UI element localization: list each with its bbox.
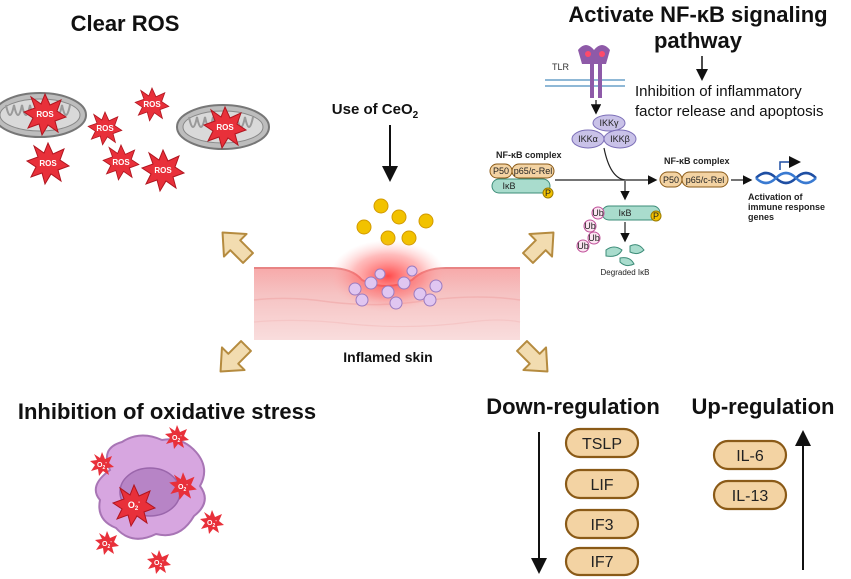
svg-text:P50: P50 <box>663 175 679 185</box>
svg-text:ROS: ROS <box>96 124 114 133</box>
use-ceo2-label: Use of CeO2 <box>332 101 419 121</box>
svg-text:TSLP: TSLP <box>582 436 622 453</box>
arrow-to-clear-ros <box>210 220 261 271</box>
degraded-ikb <box>605 244 645 267</box>
inflamed-skin-label: Inflamed skin <box>343 349 432 365</box>
superoxide-burst: O2- <box>165 425 189 449</box>
svg-text:IKKγ: IKKγ <box>599 118 619 128</box>
tlr-label: TLR <box>552 62 570 72</box>
svg-text:IF3: IF3 <box>590 517 613 534</box>
degraded-ikb-label: Degraded IκB <box>601 268 650 277</box>
superoxide-burst: O2- <box>90 452 114 476</box>
svg-text:P: P <box>545 188 551 198</box>
tlr-receptor <box>578 45 610 98</box>
svg-text:O2-: O2- <box>172 433 182 444</box>
nfkb-complex-label: NF-κB complex <box>496 150 562 160</box>
svg-text:ROS: ROS <box>39 159 57 168</box>
nfkb-title-line1: Activate NF-κB signaling <box>568 2 827 27</box>
svg-text:O2-: O2- <box>154 558 164 569</box>
ros-burst: ROS <box>26 142 70 185</box>
svg-text:ROS: ROS <box>36 110 54 119</box>
superoxide-burst: O2- <box>95 531 119 555</box>
svg-text:IF7: IF7 <box>590 554 613 571</box>
nfkb-complex-inactive: P50 p65/c-Rel IκB P <box>489 163 555 199</box>
ros-burst: ROS <box>23 93 67 136</box>
up-regulated-item: IL-6 <box>712 439 788 471</box>
svg-text:O2-: O2- <box>97 460 107 471</box>
svg-text:O2-: O2- <box>128 500 140 512</box>
svg-text:Ub: Ub <box>588 233 600 243</box>
activation-label-line2: immune response <box>748 202 825 212</box>
arrow-to-regulation <box>509 333 560 384</box>
ikk-curve-arrow <box>603 147 626 181</box>
down-regulated-item: IF7 <box>564 546 640 577</box>
ceo2-nanoparticles <box>356 198 434 246</box>
superoxide-burst: O2- <box>200 510 224 534</box>
ros-burst: ROS <box>102 144 140 181</box>
up-regulated-item: IL-13 <box>712 479 788 511</box>
svg-text:p65/c-Rel: p65/c-Rel <box>686 175 725 185</box>
svg-text:IKKα: IKKα <box>578 134 598 144</box>
arrow-to-nfkb <box>515 220 566 271</box>
svg-text:IKKβ: IKKβ <box>610 134 630 144</box>
svg-text:ROS: ROS <box>154 166 172 175</box>
svg-text:p65/c-Rel: p65/c-Rel <box>514 166 553 176</box>
nfkb-complex-active: P50 p65/c-Rel <box>659 171 729 188</box>
svg-text:P: P <box>653 211 659 221</box>
down-regulated-item: TSLP <box>564 427 640 459</box>
svg-text:Ub: Ub <box>584 221 596 231</box>
down-regulated-item: LIF <box>564 468 640 500</box>
arrow-to-oxidative-stress <box>208 333 259 384</box>
svg-text:IL-13: IL-13 <box>732 488 769 505</box>
inflamed-skin <box>253 240 521 340</box>
svg-text:O2-: O2- <box>178 482 188 493</box>
down-regulation-title: Down-regulation <box>486 394 660 419</box>
down-regulated-item: IF3 <box>564 508 640 540</box>
inhibition-line1: Inhibition of inflammatory <box>635 83 802 100</box>
ikk-complex: IKKγ IKKα IKKβ <box>571 114 637 149</box>
ros-burst: ROS <box>87 111 123 146</box>
up-regulation-title: Up-regulation <box>692 394 835 419</box>
svg-text:O2-: O2- <box>207 518 217 529</box>
svg-text:IκB: IκB <box>502 181 515 191</box>
nfkb-title-line2: pathway <box>654 28 743 53</box>
svg-text:Ub: Ub <box>577 241 589 251</box>
svg-text:P50: P50 <box>493 166 509 176</box>
superoxide-burst: O2- <box>112 484 156 527</box>
svg-text:O2-: O2- <box>102 539 112 550</box>
ros-burst: ROS <box>141 149 185 192</box>
clear-ros-title: Clear ROS <box>71 11 180 36</box>
superoxide-burst: O2- <box>169 472 197 500</box>
svg-text:ROS: ROS <box>143 100 161 109</box>
nfkb-complex-label-active: NF-κB complex <box>664 156 730 166</box>
svg-text:IL-6: IL-6 <box>736 448 764 465</box>
svg-text:Ub: Ub <box>592 208 604 218</box>
activation-label-line3: genes <box>748 212 774 222</box>
ros-burst: ROS <box>203 106 247 149</box>
cell-membrane <box>545 79 625 87</box>
oxidative-stress-title: Inhibition of oxidative stress <box>18 399 316 424</box>
ros-burst: ROS <box>134 87 170 122</box>
superoxide-burst: O2- <box>147 550 171 574</box>
dna-helix <box>755 156 817 185</box>
svg-text:IκB: IκB <box>618 208 631 218</box>
svg-text:LIF: LIF <box>590 477 613 494</box>
ubiquitinated-ikb: IκB P Ub Ub Ub Ub <box>576 205 662 253</box>
activation-label-line1: Activation of <box>748 192 804 202</box>
inhibition-line2: factor release and apoptosis <box>635 103 823 120</box>
svg-text:ROS: ROS <box>216 123 234 132</box>
svg-text:ROS: ROS <box>112 158 130 167</box>
